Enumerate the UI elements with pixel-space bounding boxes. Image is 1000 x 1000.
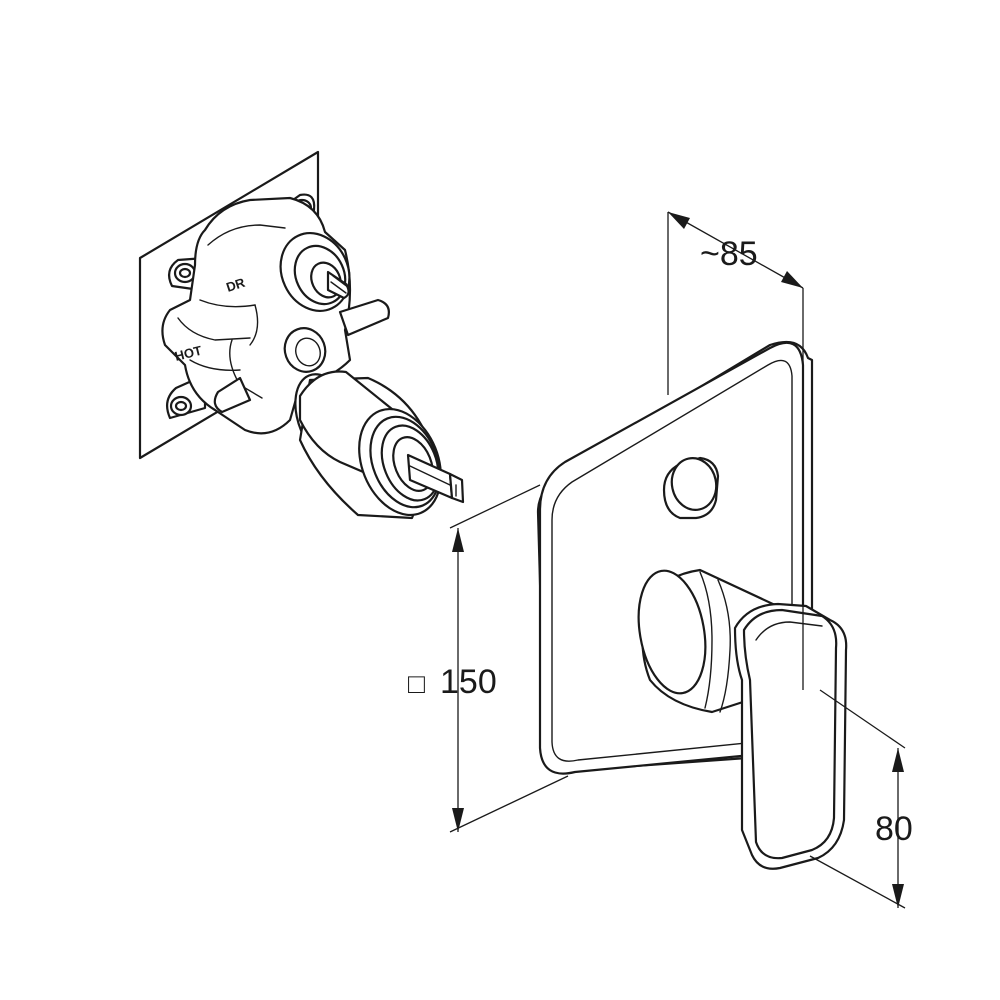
service-plug [283,327,327,373]
outlet-stamp: DR [224,275,247,295]
dimension-handle-height: 80 [809,689,913,909]
diverter-button [662,456,720,520]
outlet-port [279,232,351,312]
lever-handle [637,568,848,870]
dimension-plate-size: □ 150 [408,484,569,833]
inlet-stamp: HOT [173,343,203,364]
dimension-depth: ~85 [667,211,804,690]
depth-label: ~85 [700,235,758,273]
inlet-stub-right [338,298,390,337]
inlet-stub-left [213,376,252,414]
plate-size-symbol: □ [408,668,425,699]
handle-height-label: 80 [875,810,913,848]
plate-size-label: 150 [440,663,497,701]
mixing-cartridge [294,370,465,520]
